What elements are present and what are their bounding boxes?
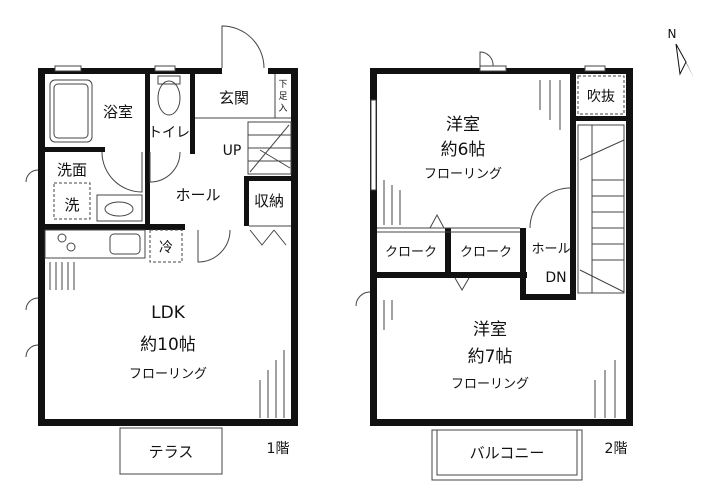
fridge-space — [149, 229, 183, 263]
room-ldk: LDK — [151, 303, 186, 323]
ldk-size: 約10帖 — [140, 335, 196, 355]
floor2-stairs — [577, 124, 625, 294]
room-entrance: 玄関 — [219, 89, 249, 107]
room-storage: 収納 — [254, 192, 284, 210]
floor2-label: 2階 — [605, 441, 628, 457]
room-western-2: 洋室 — [473, 320, 507, 340]
stairs-up-label: UP — [223, 143, 242, 159]
room-closet-2: クローク — [460, 245, 512, 260]
terrace — [119, 427, 223, 475]
western-1-size: 約6帖 — [441, 140, 486, 160]
stairs-down-label: DN — [545, 270, 566, 286]
ldk-flooring: フローリング — [129, 367, 207, 382]
room-closet-1: クローク — [385, 245, 437, 260]
terrace-label: テラス — [149, 443, 194, 461]
fridge-label: 冷 — [159, 240, 173, 256]
toilet-fixture — [157, 80, 181, 116]
floor1-label: 1階 — [267, 441, 290, 457]
room-washroom: 洗面 — [57, 161, 87, 179]
void-space — [577, 75, 625, 115]
room-bath: 浴室 — [103, 103, 133, 121]
shoe-storage-label: 足 — [278, 91, 287, 102]
room-hall-2f: ホール — [531, 242, 570, 257]
room-western-1: 洋室 — [446, 115, 480, 135]
kitchen-counter — [44, 229, 146, 259]
compass-label: N — [668, 27, 677, 41]
shoe-storage-label: 入 — [278, 103, 287, 114]
shoe-storage-label: 下 — [278, 80, 287, 90]
floor1-stairs — [247, 121, 292, 175]
floor-2: 洋室 約6帖 フローリング 吹抜 クローク クローク ホール DN 洋室 約7帖… — [355, 51, 633, 481]
balcony — [431, 429, 583, 481]
room-void: 吹抜 — [587, 89, 615, 105]
entrance-door — [221, 25, 265, 69]
washer-label: 洗 — [64, 196, 79, 214]
western-2-size: 約7帖 — [468, 347, 513, 367]
western-2-flooring: フローリング — [451, 377, 529, 392]
room-hall: ホール — [175, 186, 220, 204]
floor-1: 浴室 トイレ 玄関 下 足 入 UP 洗面 洗 ホール 収納 冷 LDK 約10… — [25, 25, 298, 475]
bathtub — [49, 79, 93, 143]
washer-space — [53, 182, 91, 220]
room-toilet: トイレ — [148, 125, 190, 141]
washbasin — [96, 194, 143, 222]
western-1-flooring: フローリング — [424, 167, 502, 182]
north-compass-icon: N — [668, 27, 694, 78]
balcony-label: バルコニー — [470, 444, 545, 462]
